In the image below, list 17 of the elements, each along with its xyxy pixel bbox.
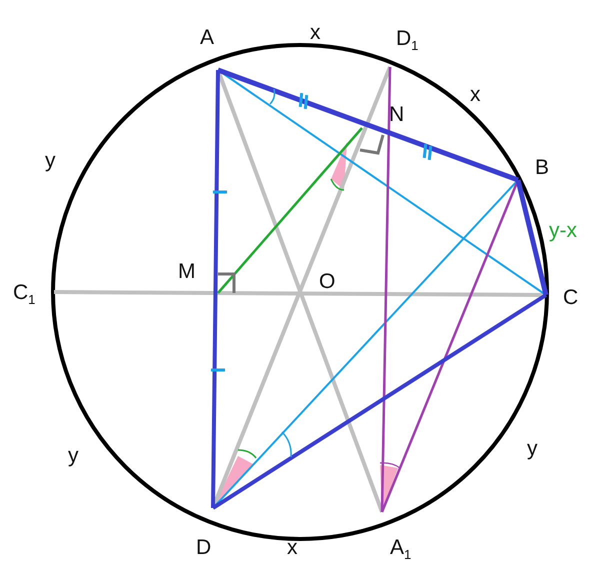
point-label: y [45,150,56,171]
point-label: A [200,27,214,48]
point-label: y [68,445,78,466]
point-label: C$_{1}$ [13,282,36,306]
point-label: O [319,271,336,292]
point-label: x [470,84,480,105]
point-label: M [178,261,196,282]
point-label: x [287,537,298,558]
point-label: x [310,22,320,43]
point-label: D$_{1}$ [396,28,418,52]
point-label: N [389,104,404,125]
point-label: D [196,537,212,558]
point-label: A$_{1}$ [390,537,412,562]
point-label: C [563,287,578,308]
point-label: B [535,157,550,178]
point-label: y [527,438,538,459]
point-label: y-x [549,220,577,241]
